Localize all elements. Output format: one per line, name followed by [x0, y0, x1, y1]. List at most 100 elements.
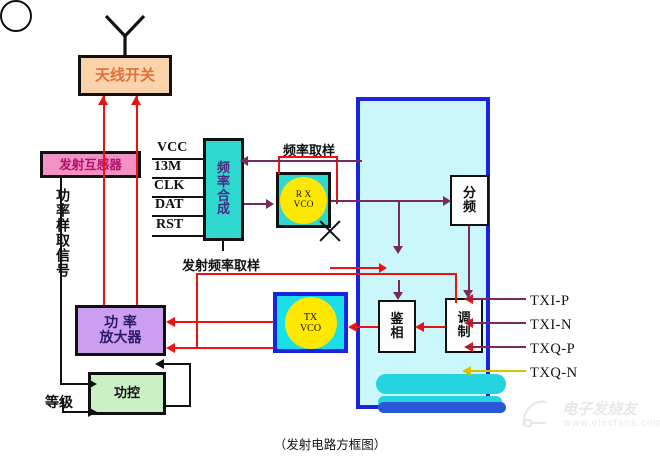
frequency-synthesizer-block[interactable]: 频 率 合 成	[203, 138, 244, 241]
arrowhead-right	[443, 196, 451, 206]
power-amp-label-1: 功 率	[104, 314, 137, 331]
tx-transformer-block[interactable]: 发射互感器	[40, 151, 141, 178]
watermark: 电子发烧友 www.elecfans.com	[520, 392, 660, 444]
pin-line-dat	[152, 215, 203, 217]
antenna-switch-block[interactable]: 天线开关	[78, 55, 172, 96]
wire-txq-n	[468, 370, 526, 373]
pin-line-rst	[152, 235, 203, 237]
pin-label-dat: DAT	[155, 197, 184, 212]
tx-vco-label-2: VCO	[299, 322, 322, 334]
wire-rxvco-to-divider	[331, 200, 448, 203]
phase-det-char-2: 相	[390, 325, 404, 341]
wire-pa-to-antenna-1	[103, 96, 106, 305]
redaction-blob	[376, 374, 506, 394]
tx-vco-block[interactable]: TX VCO	[273, 292, 348, 353]
power-control-block[interactable]: 功控	[88, 372, 166, 415]
mixer-icon	[0, 0, 341, 242]
wire-branch-to-mixer	[398, 200, 401, 248]
wire-tx-freq-sampling-v	[196, 273, 199, 348]
watermark-brand: 电子发烧友	[562, 400, 638, 418]
arrowhead-left	[348, 322, 357, 332]
arrowhead-left	[415, 322, 424, 332]
arrowhead-right	[379, 263, 387, 273]
arrowhead-left	[155, 359, 164, 369]
wire-into-mixer	[330, 267, 382, 270]
rx-vco-label-1: R X	[295, 189, 312, 200]
tx-freq-sampling-label: 发射频率取样	[182, 259, 261, 274]
arrowhead-left	[240, 156, 248, 166]
wire-panel-to-freqsynth	[244, 160, 362, 163]
wire-to-pa-bottom	[161, 363, 191, 366]
pin-line-clk	[152, 196, 203, 198]
wire-txi-n-inner	[466, 322, 492, 325]
wire-freqsynth-bottom-stub	[222, 241, 225, 251]
phase-det-char-1: 鉴	[390, 311, 404, 327]
arrowhead-down	[393, 292, 403, 300]
pin-label-13m: 13M	[154, 159, 182, 174]
freq-synth-char-4: 成	[216, 202, 230, 218]
tx-vco-label-1: TX	[303, 311, 318, 323]
modulator-block[interactable]: 调 制	[445, 298, 483, 353]
watermark-logo-icon	[522, 400, 547, 428]
signal-label-txq-n: TXQ-N	[530, 365, 578, 381]
wire-txi-p-inner	[466, 298, 492, 301]
freq-sampling-label: 频率取样	[283, 144, 336, 159]
wire-pa-to-antenna-2	[136, 96, 139, 305]
signal-label-txi-p: TXI-P	[530, 293, 570, 309]
wire-tx-freq-sampling-v2	[455, 273, 458, 303]
wire-txi-n	[490, 322, 526, 325]
pin-label-clk: CLK	[154, 178, 185, 193]
tx-vco-circle: TX VCO	[284, 296, 337, 349]
arrowhead-left	[462, 366, 471, 376]
wire-mixer-to-phasedet	[398, 280, 401, 294]
pin-label-vcc: VCC	[157, 140, 188, 155]
wire-freq-sampling-v2	[278, 156, 281, 174]
antenna-icon	[90, 14, 160, 58]
arrowhead-right	[266, 199, 274, 209]
wire-transformer-to-powerctrl	[60, 178, 63, 384]
wire-txvco-to-pa-upper	[172, 321, 274, 324]
wire-level-input	[62, 411, 92, 414]
wire-tx-freq-sampling-h	[196, 273, 456, 276]
wire-level-input-v	[62, 398, 65, 411]
wire-txq-p-inner	[466, 346, 492, 349]
divider-char-2: 频	[462, 199, 476, 215]
rx-vco-label-2: VCO	[293, 200, 314, 210]
wire-divider-to-modulator	[468, 226, 471, 292]
arrowhead-right	[88, 407, 97, 417]
freq-synth-char-3: 合	[216, 188, 230, 204]
freq-synth-char-2: 率	[216, 174, 230, 190]
wire-txi-p	[490, 298, 526, 301]
wire-powerctrl-out-v	[189, 363, 192, 407]
diagram-caption: （发射电路方框图）	[273, 437, 387, 452]
divider-char-1: 分	[462, 185, 476, 201]
signal-label-txq-p: TXQ-P	[530, 341, 576, 357]
signal-label-txi-n: TXI-N	[530, 317, 572, 333]
freq-synth-char-1: 频	[216, 161, 230, 177]
frequency-divider-block[interactable]: 分 频	[450, 175, 489, 226]
arrowhead-up	[131, 96, 141, 105]
wire-powerctrl-out-h	[166, 405, 191, 408]
wire-phasedet-to-txvco	[354, 326, 378, 329]
power-amp-label-2: 放大器	[99, 329, 142, 346]
arrowhead-left	[166, 343, 175, 353]
rx-vco-block[interactable]: R X VCO	[276, 172, 331, 228]
pin-label-rst: RST	[156, 217, 184, 232]
wire-to-powerctrl-h	[60, 383, 92, 386]
modulator-char-2: 制	[457, 324, 471, 340]
wire-freq-sampling-v	[336, 156, 339, 204]
arrowhead-down	[393, 246, 403, 254]
redaction-blob	[378, 402, 506, 413]
rx-vco-circle: R X VCO	[280, 176, 327, 224]
arrowhead-right	[88, 379, 97, 389]
wire-txq-p	[490, 346, 526, 349]
phase-detector-block[interactable]: 鉴 相	[378, 300, 416, 353]
pin-line-vcc	[152, 158, 203, 160]
wire-freq-sampling-h	[278, 156, 338, 159]
power-amplifier-block[interactable]: 功 率 放大器	[75, 305, 166, 356]
pin-line-13m	[152, 177, 203, 179]
wire-freqsynth-to-rxvco	[244, 203, 268, 206]
wire-txvco-to-pa-lower	[172, 347, 274, 350]
arrowhead-up	[98, 96, 108, 105]
